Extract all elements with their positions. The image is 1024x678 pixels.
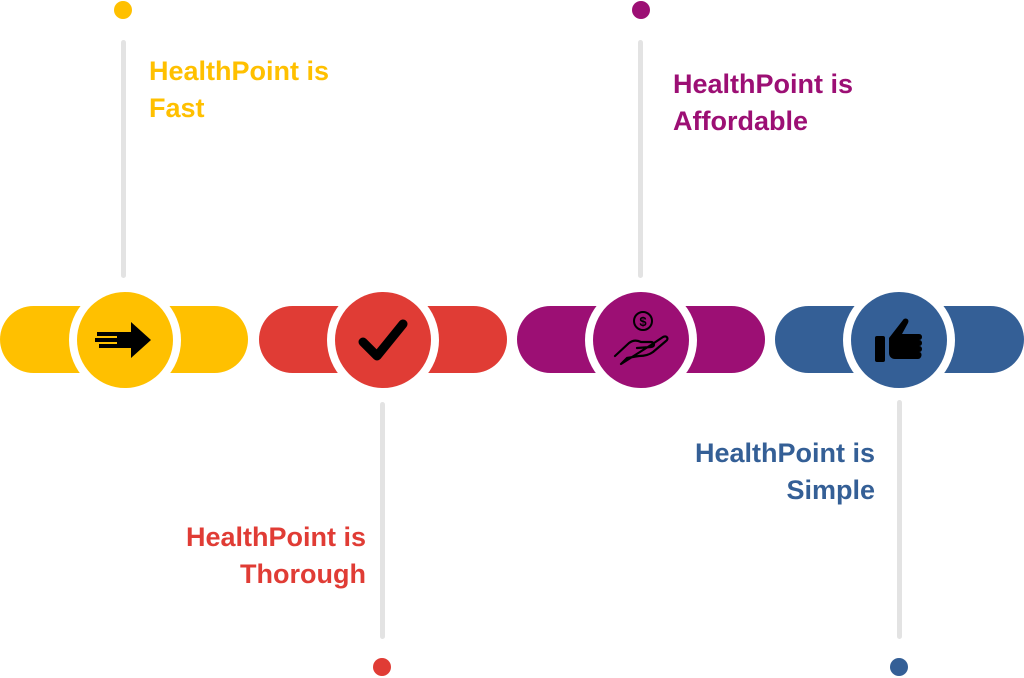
fast-arrow-icon [95,322,151,358]
hub-affordable: $ [585,284,697,396]
hub-simple [843,284,955,396]
checkmark-icon [358,319,408,361]
connector-line-fast [121,40,126,278]
connector-line-affordable [638,40,643,278]
hub-fast [69,284,181,396]
connector-line-simple [897,400,902,639]
hub-thorough [327,284,439,396]
thumbs-up-icon [875,318,922,362]
label-simple: HealthPoint is Simple [650,435,875,509]
label-affordable-line2: Affordable [673,106,808,136]
timeline-dot-simple [890,658,908,676]
label-simple-line1: HealthPoint is [694,438,875,468]
label-fast: HealthPoint is Fast [149,53,329,127]
label-thorough-line1: HealthPoint is [185,522,366,552]
label-simple-line2: Simple [786,475,875,505]
label-affordable-line1: HealthPoint is [673,69,854,99]
label-affordable: HealthPoint is Affordable [673,66,853,140]
timeline-dot-thorough [373,658,391,676]
label-thorough-line2: Thorough [240,559,366,589]
connector-line-thorough [380,402,385,639]
timeline-dot-fast [114,1,132,19]
label-thorough: HealthPoint is Thorough [150,519,366,593]
hand-dollar-coin-icon: $ [613,311,669,366]
timeline-dot-affordable [632,1,650,19]
label-fast-line2: Fast [149,93,205,123]
svg-text:$: $ [639,314,647,329]
label-fast-line1: HealthPoint is [149,56,330,86]
